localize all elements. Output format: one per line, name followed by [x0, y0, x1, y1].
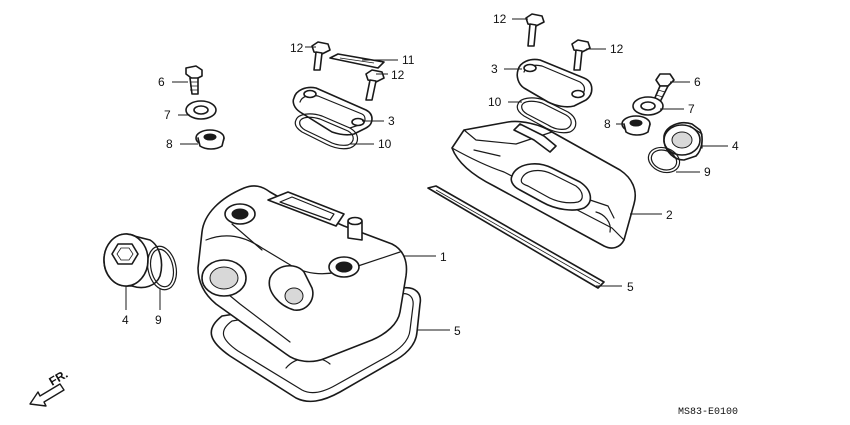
part-8-left-grommet — [195, 129, 225, 150]
part-12-bolt-a — [311, 41, 331, 71]
callout-12: 12 — [290, 41, 304, 55]
part-10-left-o-ring — [294, 113, 359, 150]
callout-labels: 12 11 12 6 7 8 3 10 1 5 4 9 12 12 3 10 6… — [122, 12, 739, 338]
front-arrow-icon — [29, 383, 65, 407]
part-7-left-washer — [185, 100, 217, 120]
callout-12: 12 — [610, 42, 624, 56]
diagram-code: MS83-E0100 — [678, 407, 738, 418]
part-4-left-plug — [103, 233, 163, 289]
callout-9: 9 — [704, 165, 711, 179]
part-1-front-head-cover — [197, 185, 408, 363]
front-direction-label: FR. — [47, 367, 71, 389]
callout-10: 10 — [488, 95, 502, 109]
part-5-rear-gasket — [427, 185, 605, 289]
callout-8: 8 — [166, 137, 173, 151]
callout-6: 6 — [158, 75, 165, 89]
leader-lines — [125, 18, 728, 331]
callout-12: 12 — [493, 12, 507, 26]
callout-9: 9 — [155, 313, 162, 327]
part-6-left-bolt — [185, 65, 203, 95]
part-11-plate — [329, 53, 385, 69]
callout-2: 2 — [666, 208, 673, 222]
part-8-right-grommet — [621, 115, 651, 136]
part-12-bolt-d — [571, 39, 591, 71]
front-direction-indicator: FR. — [29, 367, 71, 407]
callout-3: 3 — [388, 114, 395, 128]
callout-10: 10 — [378, 137, 392, 151]
part-2-rear-head-cover — [451, 120, 636, 249]
callout-3: 3 — [491, 62, 498, 76]
callout-12: 12 — [391, 68, 405, 82]
callout-4: 4 — [122, 313, 129, 327]
part-12-bolt-c — [525, 13, 545, 47]
part-4-right-plug — [663, 121, 703, 161]
part-9-right-o-ring — [647, 146, 681, 174]
part-6-right-bolt — [653, 73, 675, 103]
callout-4: 4 — [732, 139, 739, 153]
part-3-right-cap — [516, 58, 593, 108]
part-10-right-o-ring — [516, 97, 577, 134]
callout-7: 7 — [688, 102, 695, 116]
callout-5: 5 — [627, 280, 634, 294]
part-12-bolt-b — [365, 69, 385, 101]
callout-1: 1 — [440, 250, 447, 264]
callout-7: 7 — [164, 108, 171, 122]
part-9-left-o-ring — [146, 245, 178, 291]
callout-5: 5 — [454, 324, 461, 338]
callout-11: 11 — [402, 53, 415, 67]
part-7-right-washer — [632, 96, 664, 116]
callout-6: 6 — [694, 75, 701, 89]
callout-8: 8 — [604, 117, 611, 131]
part-3-left-cap — [292, 86, 373, 136]
